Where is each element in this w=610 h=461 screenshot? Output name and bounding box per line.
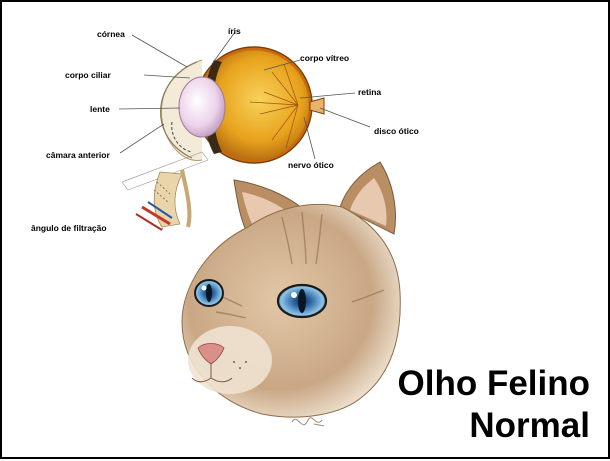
label-retina: retina [358, 87, 381, 97]
label-cornea: córnea [97, 29, 125, 39]
label-angulo-filtracao: ângulo de filtração [31, 223, 107, 233]
cat-eye-left [195, 280, 223, 306]
label-corpo-vitreo: corpo vítreo [300, 53, 349, 63]
label-nervo-otico: nervo ótico [288, 160, 334, 170]
eye-cross-section [161, 47, 324, 163]
cat-eye-right [278, 285, 326, 317]
label-disco-otico: disco ótico [374, 126, 419, 136]
title-line-1: Olho Felino [398, 364, 590, 404]
lens [179, 77, 225, 137]
label-iris: íris [228, 26, 241, 36]
filtration-angle-detail [122, 152, 208, 230]
artist-signature [292, 418, 324, 426]
label-corpo-ciliar: corpo ciliar [65, 70, 111, 80]
label-camara-anterior: câmara anterior [46, 150, 110, 160]
title-line-2: Normal [469, 406, 590, 446]
cat-head [182, 162, 400, 426]
label-lente: lente [90, 104, 110, 114]
